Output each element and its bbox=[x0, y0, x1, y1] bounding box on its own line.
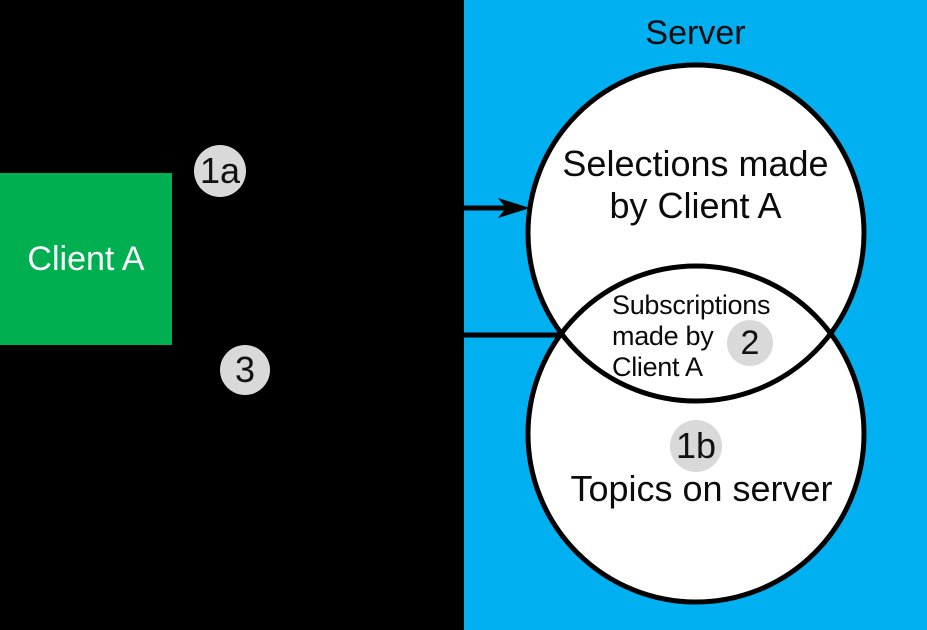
topics-circle-outline bbox=[525, 263, 867, 605]
step-badge-1a: 1a bbox=[194, 145, 246, 197]
selections-circle-outline bbox=[525, 62, 867, 404]
step-badge-3-label: 3 bbox=[234, 349, 256, 390]
step-badge-1b-label: 1b bbox=[675, 425, 717, 466]
step-badge-1a-label: 1a bbox=[199, 150, 241, 191]
selections-circle-label: Selections made by Client A bbox=[562, 143, 829, 226]
client-a-box: Client A bbox=[0, 173, 172, 345]
client-a-label: Client A bbox=[27, 239, 145, 278]
step-badge-1b: 1b bbox=[670, 420, 722, 472]
server-title: Server bbox=[645, 14, 746, 52]
step-badge-3: 3 bbox=[220, 345, 270, 395]
step-badge-2: 2 bbox=[727, 320, 773, 366]
subscriptions-overlap-label: Subscriptions made by Client A bbox=[612, 290, 771, 382]
selection-arrowhead bbox=[498, 198, 530, 218]
step-badge-2-label: 2 bbox=[740, 323, 760, 362]
topics-circle-label: Topics on server bbox=[570, 468, 833, 509]
